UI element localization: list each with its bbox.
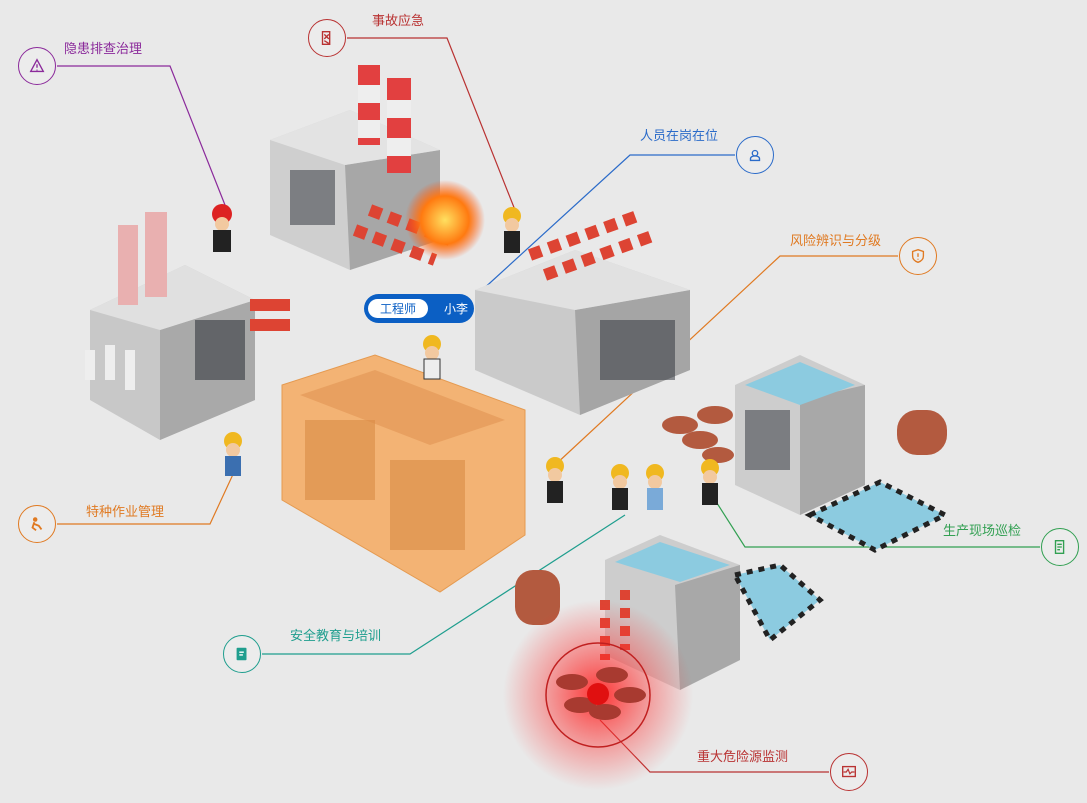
factory-building-center-right xyxy=(475,209,690,415)
risk-connector xyxy=(554,255,898,466)
module-label-inspection[interactable]: 生产现场巡检 xyxy=(943,524,1022,539)
person-icon[interactable] xyxy=(736,136,774,174)
module-label-risk[interactable]: 风险辨识与分级 xyxy=(790,234,882,249)
monitor-icon[interactable] xyxy=(830,753,868,791)
hazard-connector xyxy=(57,65,226,206)
inspection-connector xyxy=(714,499,1040,548)
major-hazard-marker[interactable] xyxy=(503,600,693,790)
warning-icon[interactable] xyxy=(18,47,56,85)
module-label-major-hazard[interactable]: 重大危险源监测 xyxy=(697,750,789,765)
checklist-icon[interactable] xyxy=(1041,528,1079,566)
personnel-role: 工程师 xyxy=(368,299,429,318)
module-label-emergency[interactable]: 事故应急 xyxy=(372,14,425,29)
training-connector xyxy=(262,514,626,655)
module-label-special-work[interactable]: 特种作业管理 xyxy=(86,505,165,520)
emergency-connector xyxy=(347,37,516,211)
personnel-name: 小李 xyxy=(444,302,469,316)
shield-icon[interactable] xyxy=(899,237,937,275)
personnel-badge[interactable]: 工程师 小李 xyxy=(364,294,474,323)
factory-building-right xyxy=(662,355,951,553)
fire-effect xyxy=(405,180,485,260)
emergency-icon[interactable] xyxy=(308,19,346,57)
workers xyxy=(212,204,719,510)
factory-building-left xyxy=(85,212,290,440)
personnel-connector xyxy=(479,154,735,293)
special-work-connector xyxy=(57,469,236,525)
factory-building-top xyxy=(270,65,485,270)
module-label-hazard[interactable]: 隐患排查治理 xyxy=(64,42,143,57)
module-label-personnel[interactable]: 人员在岗在位 xyxy=(640,129,719,144)
book-icon[interactable] xyxy=(223,635,261,673)
module-label-training[interactable]: 安全教育与培训 xyxy=(290,629,382,644)
worker-icon[interactable] xyxy=(18,505,56,543)
highlighted-building xyxy=(281,354,526,593)
